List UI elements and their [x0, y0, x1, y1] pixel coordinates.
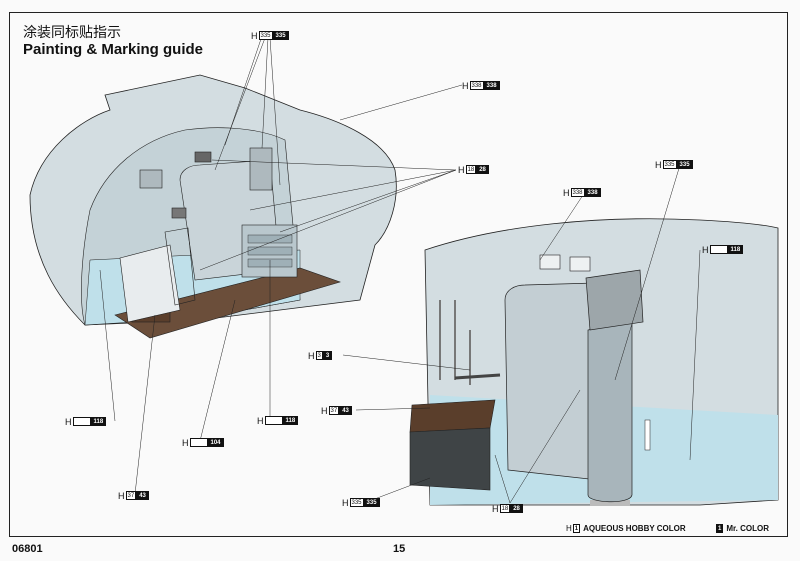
color-callout: H 37 43: [321, 405, 352, 416]
color-callout: H 335 335: [655, 159, 693, 170]
color-callout: H 3 3: [308, 350, 333, 361]
color-callout: H 338 338: [563, 187, 601, 198]
color-callout: H 18 28: [492, 503, 523, 514]
color-callout: H 118: [702, 244, 744, 255]
color-callout: H 37 43: [118, 490, 149, 501]
legend-aqueous: H 1 AQUEOUS HOBBY COLOR: [566, 524, 686, 533]
title-english: Painting & Marking guide: [23, 41, 204, 58]
color-callout: H 335 335: [342, 497, 380, 508]
page-number: 15: [393, 543, 406, 555]
color-callout: H 118: [65, 416, 107, 427]
product-code: 06801: [12, 543, 43, 555]
leader-lines: [99, 35, 701, 504]
right-compartment-illustration: [409, 218, 779, 506]
page-border: [9, 12, 788, 537]
color-callout: H 118: [257, 415, 299, 426]
color-callout: H 104: [182, 437, 224, 448]
color-callout: H 338 338: [462, 80, 500, 91]
title-chinese: 涂装同标贴指示: [23, 25, 121, 41]
left-bulkhead-illustration: [29, 74, 397, 339]
legend-mr-color: 1 Mr. COLOR: [716, 524, 770, 533]
color-callout: H 335 335: [251, 30, 289, 41]
color-callout: H 18 28: [458, 164, 489, 175]
